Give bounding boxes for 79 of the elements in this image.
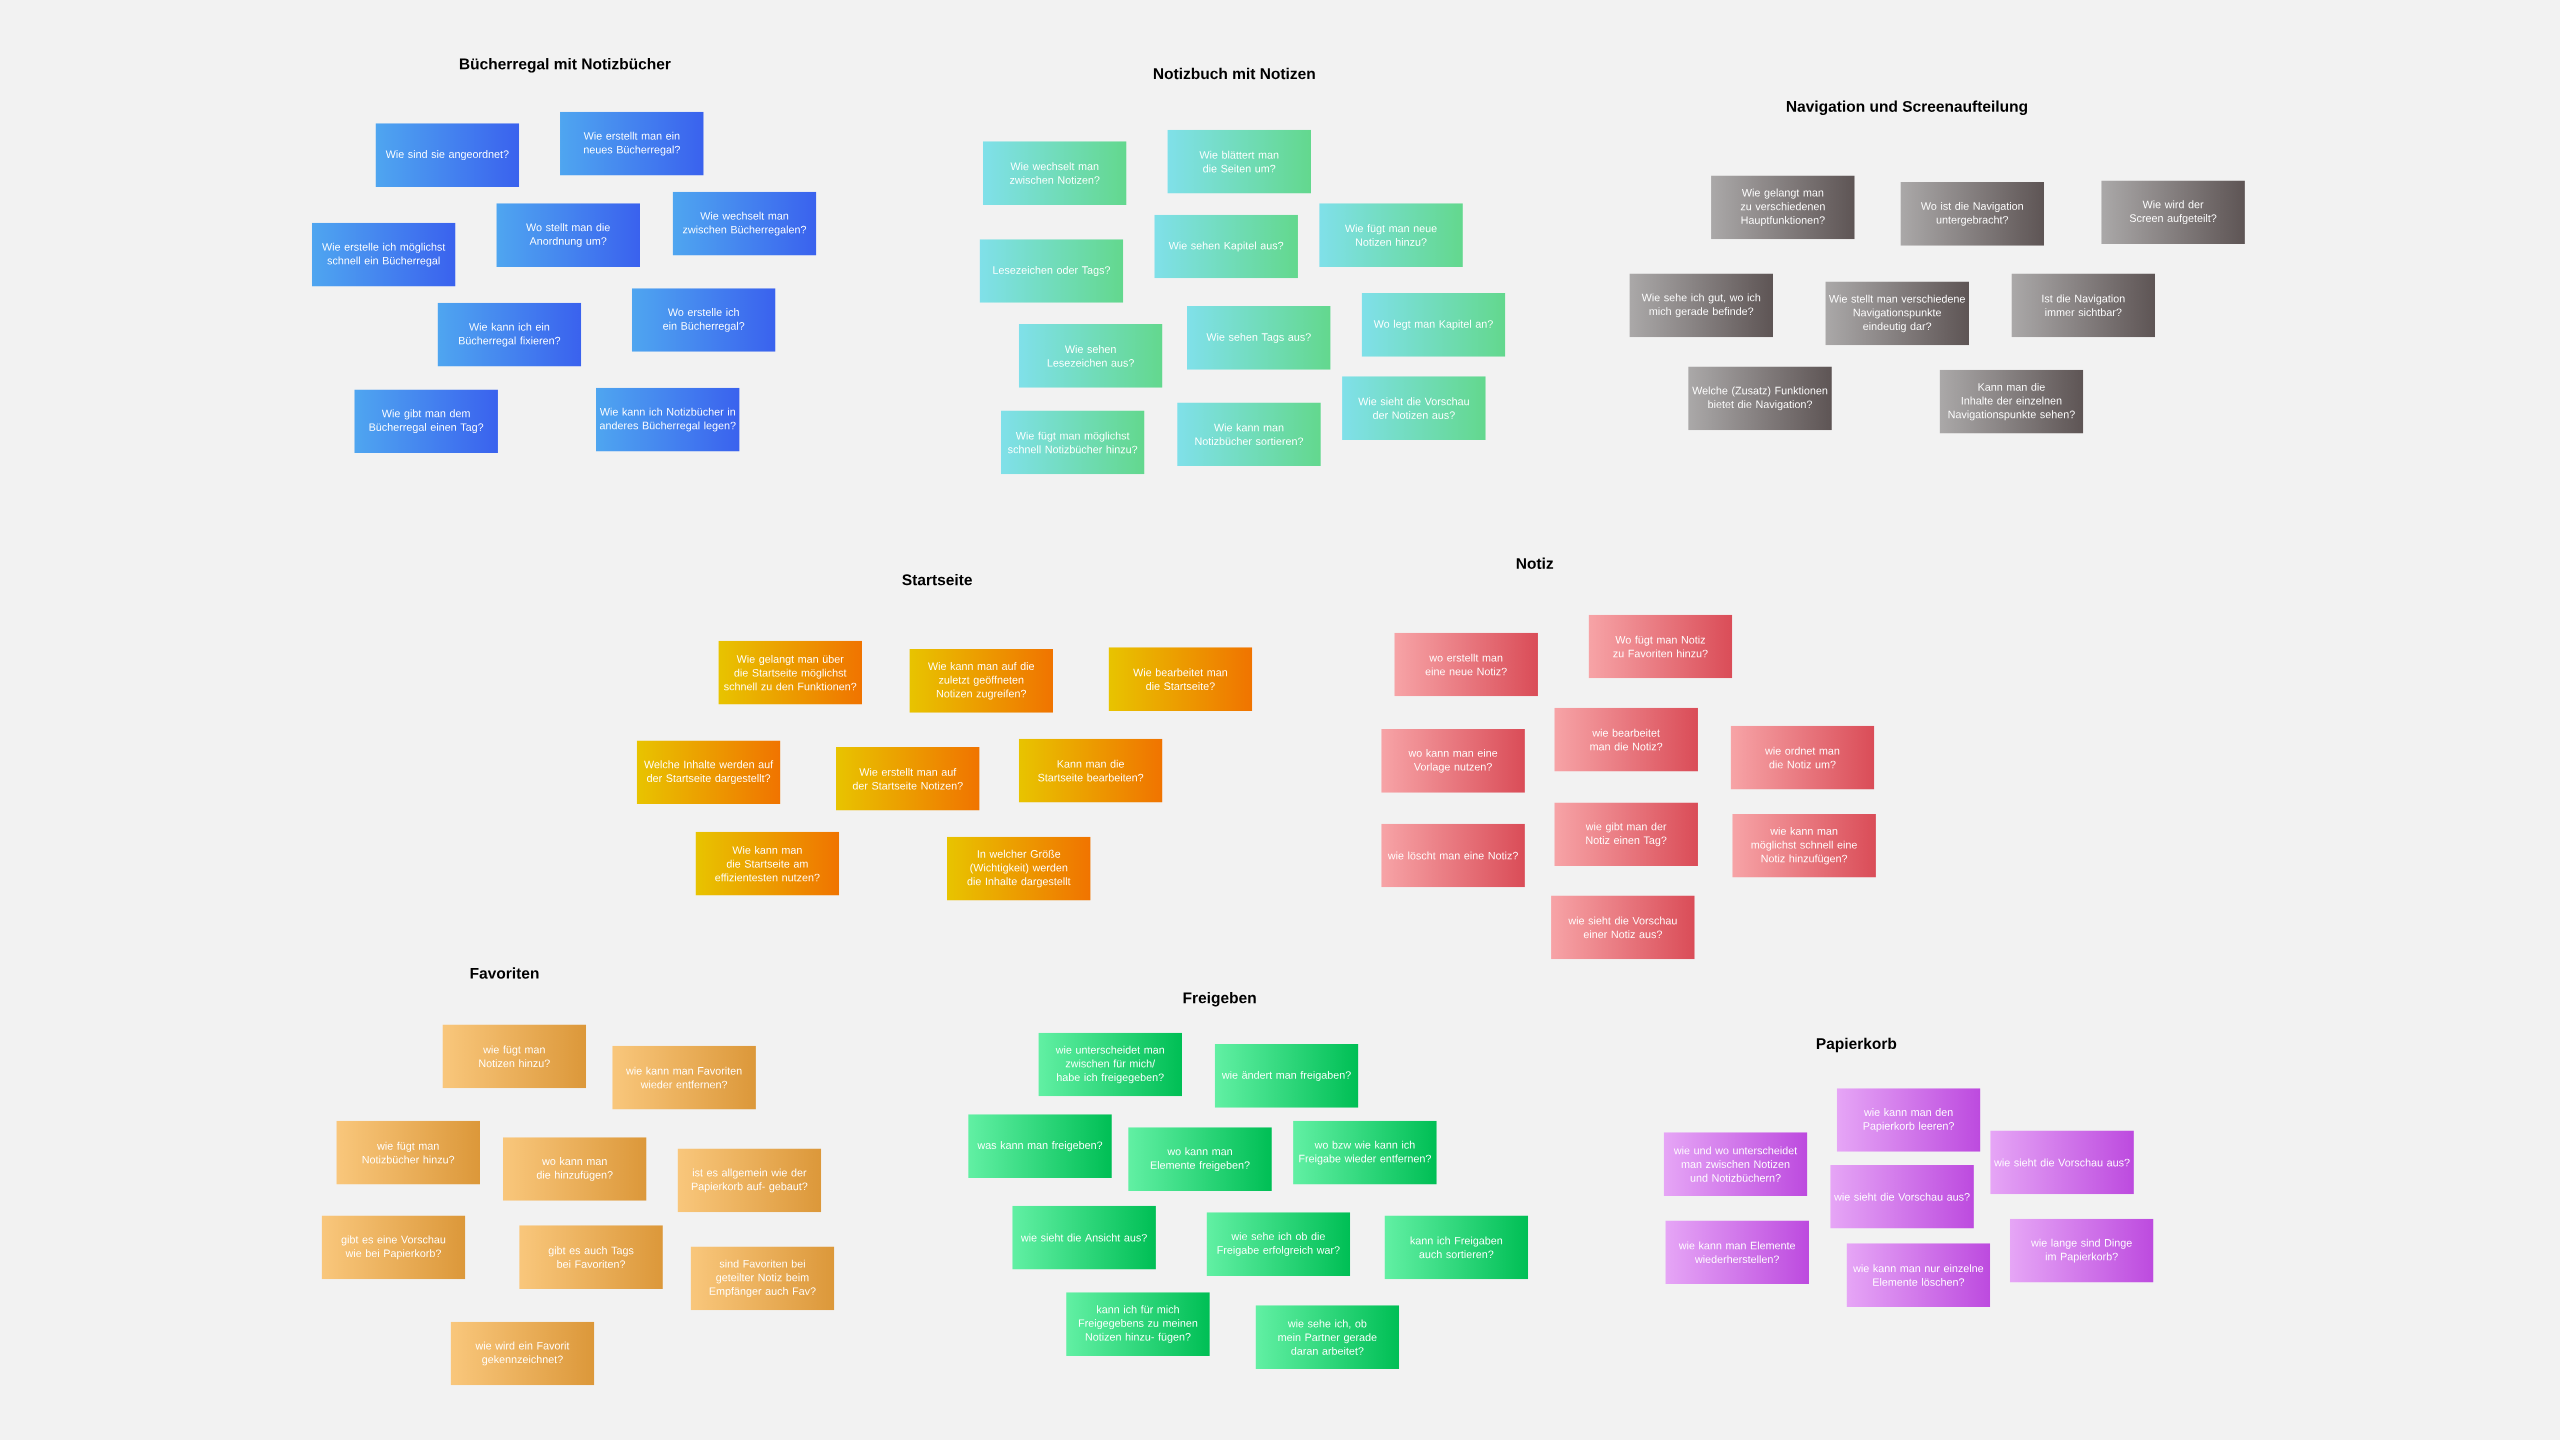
sticky-note: Wo stellt man die Anordnung um?: [526, 223, 610, 247]
sticky-note: wie und wo unterscheidet man zwischen Notizen und Notizbüchern?: [1673, 1146, 1798, 1182]
section-heading: Navigation und Screenaufteilung: [1786, 100, 2027, 115]
sticky-note: Wie bearbeitet man die Startseite?: [1133, 668, 1228, 690]
sticky-note: gibt es eine Vorschau wie bei Papierkorb?: [341, 1235, 446, 1260]
sticky-note: Wo erstelle ich ein Bücherregal?: [663, 308, 745, 332]
sticky-note: Wie fügt man neue Notizen hinzu?: [1344, 224, 1437, 246]
sticky-note: wie kann man nur einzelne Elemente löschen?: [1853, 1264, 1984, 1286]
sticky-note: wo erstellt man eine neue Notiz?: [1425, 653, 1507, 676]
sticky-note: In welcher Größe (Wichtigkeit) werden die Inhalte dargestellt: [967, 849, 1071, 888]
sticky-note: wie unterscheidet man zwischen für mich/ habe ich freigegeben?: [1055, 1045, 1164, 1084]
sticky-note: wo kann man die hinzufügen?: [536, 1157, 613, 1181]
sticky-note: Wie sehe ich gut, wo ich mich gerade befinde?: [1641, 293, 1761, 318]
sticky-note: Wie erstellt man auf der Startseite Notizen?: [852, 767, 963, 790]
sticky-note: wie kann man möglichst schnell eine Notiz hinzufügen?: [1751, 826, 1857, 865]
sticky-note: wie ändert man freigaben?: [1221, 1070, 1351, 1081]
sticky-note: was kann man freigeben?: [977, 1141, 1103, 1152]
sticky-note: wie lange sind Dinge im Papierkorb?: [2031, 1238, 2132, 1263]
sticky-note: wie fügt man Notizen hinzu?: [479, 1045, 550, 1068]
sticky-note: wo kann man eine Vorlage nutzen?: [1408, 748, 1498, 773]
section-heading: Notizbuch mit Notizen: [1153, 67, 1315, 80]
sticky-note: wie kann man Elemente wiederherstellen?: [1678, 1241, 1796, 1264]
sticky-note: wo kann man Elemente freigeben?: [1150, 1147, 1250, 1172]
sticky-note: Wie gibt man dem Bücherregal einen Tag?: [369, 409, 484, 434]
sticky-note: Welche (Zusatz) Funktionen bietet die Navigation?: [1692, 386, 1828, 411]
section-heading: Favoriten: [470, 967, 539, 979]
sticky-note: Wo legt man Kapitel an?: [1373, 319, 1493, 330]
sticky-note: Wie sieht die Vorschau der Notizen aus?: [1358, 397, 1469, 419]
sticky-note: wie bearbeitet man die Notiz?: [1590, 728, 1663, 751]
sticky-note: Wie sehen Tags aus?: [1206, 332, 1311, 343]
sticky-note: gibt es auch Tags bei Favoriten?: [548, 1246, 634, 1268]
sticky-note: wie kann man Favoriten wieder entfernen?: [625, 1066, 742, 1089]
sticky-note: Wie kann man auf die zuletzt geöffneten Notizen zugreifen?: [928, 662, 1035, 700]
section-heading: Papierkorb: [1816, 1037, 1897, 1053]
sticky-note: Wo ist die Navigation untergebracht?: [1920, 202, 2023, 226]
sticky-note: wie sehe ich ob die Freigabe erfolgreich war?: [1217, 1232, 1340, 1256]
sticky-note: wie wird ein Favorit gekennzeichnet?: [475, 1341, 570, 1366]
sticky-note: wie fügt man Notizbücher hinzu?: [362, 1141, 455, 1164]
sticky-note: wie sieht die Ansicht aus?: [1020, 1233, 1147, 1242]
section-heading: Notiz: [1516, 557, 1554, 569]
sticky-note: sind Favoriten bei geteilter Notiz beim Empfänger auch Fav?: [709, 1259, 816, 1298]
sticky-note: Wie wird der Screen aufgeteilt?: [2129, 200, 2217, 225]
sticky-note: Wie kann ich ein Bücherregal fixieren?: [459, 322, 561, 347]
sticky-note: wie gibt man der Notiz einen Tag?: [1585, 822, 1667, 847]
sticky-note: ist es allgemein wie der Papierkorb auf- gebaut?: [691, 1168, 808, 1193]
sticky-note: wie löscht man eine Notiz?: [1387, 851, 1518, 860]
section-heading: Freigeben: [1183, 991, 1256, 1007]
sticky-note: kann ich Freigaben auch sortieren?: [1410, 1236, 1503, 1259]
sticky-note: wie sieht die Vorschau aus?: [1994, 1158, 2130, 1167]
section-heading: Startseite: [902, 573, 972, 586]
sticky-note: Wie kann man Notizbücher sortieren?: [1195, 423, 1304, 446]
sticky-note: Wie erstelle ich möglichst schnell ein Bücherregal: [322, 242, 446, 267]
sticky-note: wo bzw wie kann ich Freigabe wieder entfernen?: [1299, 1140, 1431, 1165]
sticky-note: Wie fügt man möglichst schnell Notizbücher hinzu?: [1008, 431, 1138, 454]
sticky-note: Wo fügt man Notiz zu Favoriten hinzu?: [1613, 635, 1708, 658]
sticky-note: Kann man die Startseite bearbeiten?: [1038, 759, 1144, 782]
sticky-note: wie ordnet man die Notiz um?: [1765, 746, 1840, 769]
sticky-note: Wie kann ich Notizbücher in anderes Bücherregal legen?: [599, 407, 736, 432]
sticky-note: Wie stellt man verschiedene Navigationspunkte eindeutig dar?: [1828, 294, 1965, 333]
sticky-note: kann ich für mich Freigegebens zu meinen Notizen hinzu- fügen?: [1078, 1305, 1198, 1343]
sticky-note: Kann man die Inhalte der einzelnen Navigationspunkte sehen?: [1948, 382, 2075, 421]
sticky-note: Wie gelangt man über die Startseite möglichst schnell zu den Funktionen?: [724, 655, 857, 691]
sticky-note: Wie kann man die Startseite am effizientesten nutzen?: [715, 846, 820, 882]
sticky-note: Wie sind sie angeordnet?: [385, 150, 509, 161]
sticky-note: Welche Inhalte werden auf der Startseite dargestellt?: [644, 760, 774, 785]
sticky-note: Wie wechselt man zwischen Bücherregalen?: [682, 211, 807, 236]
sticky-note: Wie blättert man die Seiten um?: [1199, 150, 1279, 173]
sticky-note: wie sieht die Vorschau aus?: [1834, 1192, 1970, 1201]
sticky-note: Wie sehen Lesezeichen aus?: [1047, 345, 1134, 367]
sticky-note: Lesezeichen oder Tags?: [993, 266, 1111, 277]
sticky-note: wie sehe ich, ob mein Partner gerade daran arbeitet?: [1278, 1319, 1377, 1355]
sticky-note: Wie wechselt man zwischen Notizen?: [1009, 162, 1100, 184]
sticky-note: Wie erstellt man ein neues Bücherregal?: [583, 131, 680, 156]
sticky-note: Wie gelangt man zu verschiedenen Hauptfunktionen?: [1740, 188, 1825, 227]
sticky-note: Ist die Navigation immer sichtbar?: [2042, 294, 2125, 317]
sticky-note: wie sieht die Vorschau einer Notiz aus?: [1568, 916, 1677, 939]
sticky-note: wie kann man den Papierkorb leeren?: [1863, 1108, 1954, 1132]
sticky-note: Wie sehen Kapitel aus?: [1168, 241, 1284, 252]
section-heading: Bücherregal mit Notizbücher: [459, 58, 671, 73]
